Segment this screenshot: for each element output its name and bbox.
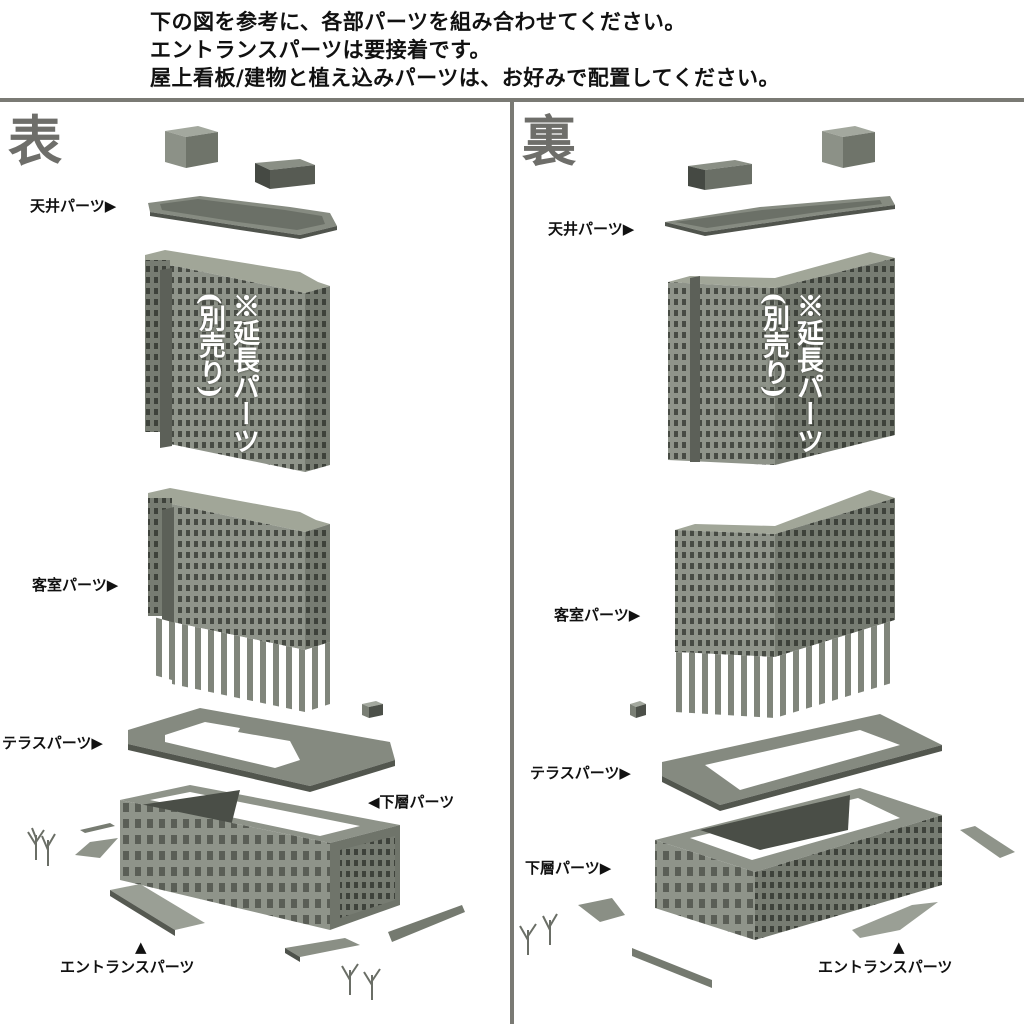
- front-entrance-parts: [75, 823, 465, 962]
- front-ceiling-part: [148, 196, 337, 239]
- back-extension-note: ※延長パーツ (別売り): [756, 292, 824, 454]
- back-terrace-part: [662, 714, 942, 811]
- front-rooftop-building: [165, 126, 218, 168]
- front-label-ceiling: 天井パーツ▶: [30, 197, 117, 215]
- back-title: 裏: [522, 110, 576, 173]
- back-guest-room-part: [675, 490, 895, 718]
- front-rooftop-sign: [255, 159, 315, 189]
- back-extension-part: [668, 252, 895, 465]
- instruction-line-3: 屋上看板/建物と植え込みパーツは、お好みで配置してください。: [150, 65, 780, 90]
- instruction-line-2: エントランスパーツは要接着です。: [150, 37, 492, 62]
- back-label-terrace: テラスパーツ▶: [530, 764, 631, 782]
- front-extension-part: [145, 250, 330, 472]
- back-small-kiosk: [630, 701, 646, 718]
- front-extension-note-line2: (別売り): [194, 292, 225, 399]
- front-trees: [27, 827, 381, 1000]
- front-label-terrace: テラスパーツ▶: [2, 734, 103, 752]
- vertical-divider: [510, 100, 514, 1024]
- front-label-lower-floor: ◀下層パーツ: [368, 793, 455, 811]
- back-entrance-arrow: ▲: [893, 938, 905, 956]
- back-label-entrance: エントランスパーツ: [818, 958, 953, 976]
- front-extension-note-line1: ※延長パーツ: [228, 292, 259, 454]
- front-label-entrance: エントランスパーツ: [60, 958, 195, 976]
- front-small-kiosk: [362, 701, 383, 718]
- back-ceiling-part: [665, 196, 895, 236]
- back-label-ceiling: 天井パーツ▶: [548, 220, 635, 238]
- front-side: [27, 126, 465, 1000]
- front-label-guest-room: 客室パーツ▶: [32, 576, 119, 594]
- back-label-guest-room: 客室パーツ▶: [554, 606, 641, 624]
- front-guest-room-part: [148, 488, 330, 712]
- front-title: 表: [8, 110, 62, 173]
- back-entrance-parts: [578, 826, 1015, 988]
- back-extension-note-line1: ※延長パーツ: [792, 292, 823, 454]
- front-entrance-arrow: ▲: [135, 938, 147, 956]
- instruction-line-1: 下の図を参考に、各部パーツを組み合わせてください。: [150, 9, 686, 34]
- front-lower-floor-part: [120, 785, 400, 930]
- back-rooftop-sign: [688, 160, 752, 190]
- front-terrace-part: [128, 708, 395, 792]
- back-lower-floor-part: [655, 788, 942, 940]
- back-side: [519, 126, 1015, 988]
- back-label-lower-floor: 下層パーツ▶: [525, 859, 612, 877]
- back-rooftop-building: [822, 126, 875, 168]
- back-trees: [519, 913, 558, 955]
- front-extension-note: ※延長パーツ (別売り): [192, 292, 260, 454]
- back-extension-note-line2: (別売り): [758, 292, 789, 399]
